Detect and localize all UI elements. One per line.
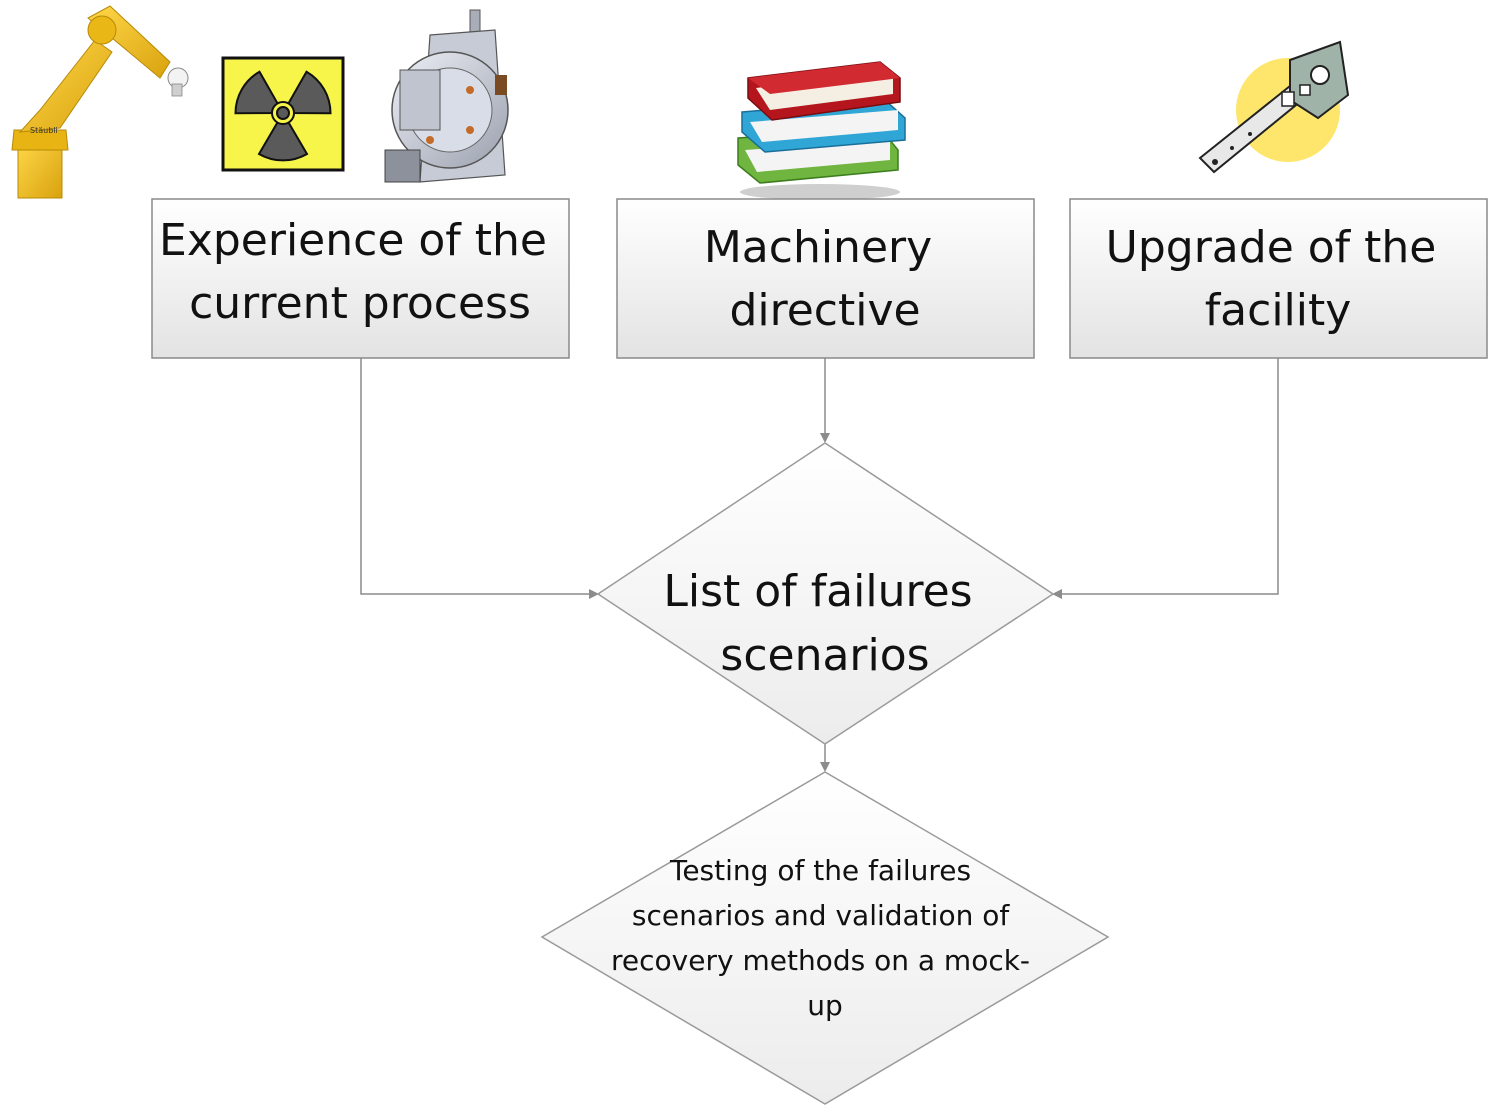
svg-text:List of failures scenari: List of failures scenarios (663, 566, 986, 681)
box-line: current process (189, 278, 531, 329)
svg-text:Upgrade of the facility: Upgrade of the facility (1106, 222, 1451, 336)
svg-text:Stäubli: Stäubli (30, 126, 58, 135)
decision-diamond: List of failures scenarios (596, 442, 1055, 745)
source-box-upgrade: Upgrade of the facility (1069, 198, 1488, 359)
connector-upgrade (1052, 358, 1279, 599)
box-line: Upgrade of the (1106, 222, 1437, 273)
radiation-icon (221, 56, 345, 172)
books-icon (737, 61, 906, 200)
connectors (360, 358, 1279, 772)
connector-experience (360, 358, 599, 599)
source-box-experience: Experience of the current process (151, 198, 570, 359)
source-box-machinery: Machinery directive (616, 198, 1035, 359)
box-line: Experience of the (159, 215, 547, 266)
svg-text:Experience of the curren: Experience of the current process (159, 215, 561, 329)
process-machine-icon (384, 9, 509, 183)
decision-line: scenarios (720, 630, 929, 681)
test-line: scenarios and validation of (632, 899, 1010, 932)
test-diamond: Testing of the failures scenarios and va… (540, 771, 1110, 1105)
test-line: up (807, 989, 843, 1022)
svg-text:Machinery directive: Machinery directive (704, 222, 946, 336)
box-line: facility (1205, 285, 1352, 336)
robot-arm-icon: Stäubli (11, 5, 189, 199)
test-line: Testing of the failures (669, 854, 971, 887)
decision-line: List of failures (663, 566, 972, 617)
box-line: Machinery (704, 222, 932, 273)
box-line: directive (729, 285, 920, 336)
test-line: recovery methods on a mock- (611, 944, 1030, 977)
svg-text:Testing of the failures: Testing of the failures scenarios and va… (611, 854, 1039, 1022)
wrench-icon (1198, 40, 1350, 174)
